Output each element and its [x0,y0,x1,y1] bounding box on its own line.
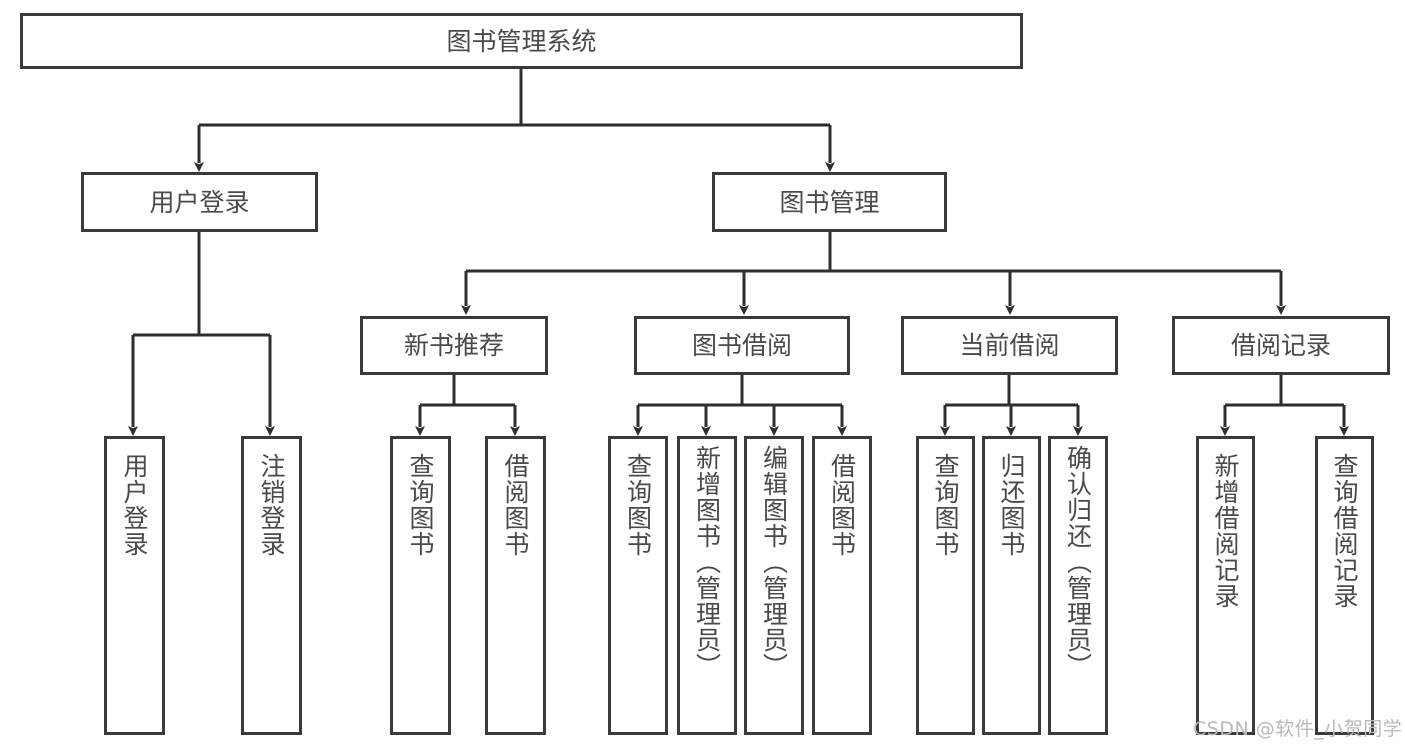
node-leaf-borrow-book-2[interactable]: 借阅图书 [812,436,872,735]
node-new-book-recommend-label: 新书推荐 [403,331,504,360]
node-current-borrow[interactable]: 当前借阅 [901,316,1118,375]
node-leaf-add-record[interactable]: 新增借阅记录 [1196,436,1255,735]
node-current-borrow-label: 当前借阅 [959,331,1060,360]
watermark-text: CSDN @软件_小贺同学 [1193,718,1403,740]
node-leaf-confirm-return[interactable]: 确认归还（管理员） [1048,436,1108,735]
node-book-manage-label: 图书管理 [779,187,880,217]
node-leaf-add-book[interactable]: 新增图书（管理员） [677,436,737,735]
node-user-login-label: 用户登录 [149,187,250,217]
node-leaf-borrow-book-1-label: 借阅图书 [501,453,530,557]
node-leaf-query-record-label: 查询借阅记录 [1330,453,1359,609]
node-leaf-return-book-label: 归还图书 [997,453,1026,557]
node-leaf-borrow-book-2-label: 借阅图书 [827,453,857,557]
node-leaf-confirm-return-label: 确认归还（管理员） [1063,445,1093,679]
node-book-manage[interactable]: 图书管理 [712,172,947,232]
node-leaf-query-book-2[interactable]: 查询图书 [608,436,668,735]
node-user-login[interactable]: 用户登录 [81,172,318,232]
node-leaf-add-book-label: 新增图书（管理员） [692,445,722,679]
node-book-borrow-label: 图书借阅 [691,331,792,360]
node-borrow-record-label: 借阅记录 [1230,331,1331,360]
node-root[interactable]: 图书管理系统 [20,13,1023,69]
node-root-label: 图书管理系统 [446,26,597,56]
node-leaf-user-login-label: 用户登录 [120,453,149,557]
node-leaf-user-login[interactable]: 用户登录 [104,436,165,735]
node-leaf-logout[interactable]: 注销登录 [241,436,302,735]
node-leaf-query-record[interactable]: 查询借阅记录 [1315,436,1374,735]
node-borrow-record[interactable]: 借阅记录 [1172,316,1390,375]
node-leaf-query-book-3[interactable]: 查询图书 [916,436,975,735]
node-leaf-query-book-2-label: 查询图书 [623,453,653,557]
node-leaf-logout-label: 注销登录 [257,453,286,557]
node-leaf-query-book-3-label: 查询图书 [931,453,960,557]
node-leaf-query-book-1-label: 查询图书 [406,453,435,557]
node-leaf-return-book[interactable]: 归还图书 [982,436,1041,735]
node-leaf-borrow-book-1[interactable]: 借阅图书 [485,436,546,735]
node-leaf-add-record-label: 新增借阅记录 [1211,453,1240,609]
node-new-book-recommend[interactable]: 新书推荐 [360,316,548,375]
node-book-borrow[interactable]: 图书借阅 [634,316,850,375]
node-leaf-edit-book-label: 编辑图书（管理员） [759,445,789,679]
node-leaf-edit-book[interactable]: 编辑图书（管理员） [744,436,804,735]
node-leaf-query-book-1[interactable]: 查询图书 [390,436,451,735]
